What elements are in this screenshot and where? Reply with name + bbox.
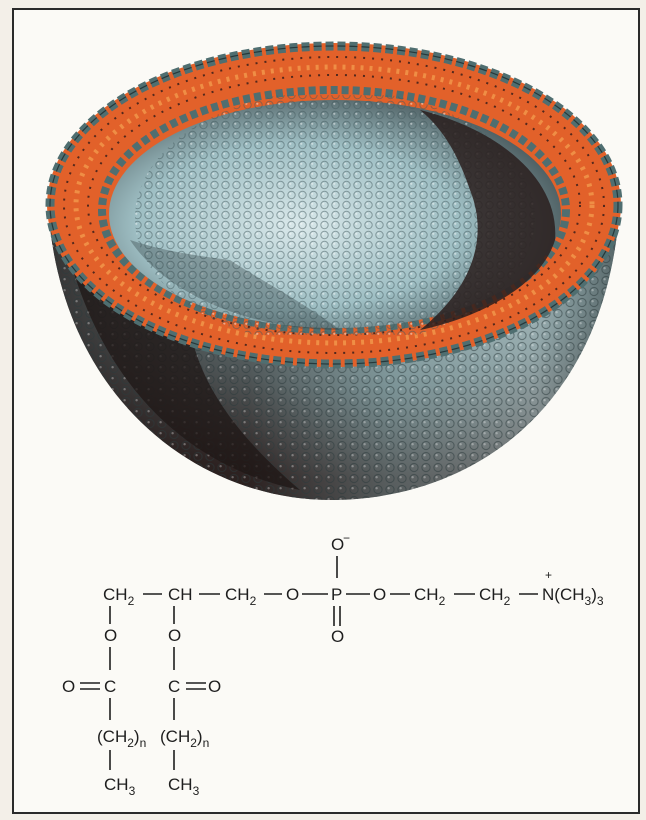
phosphoryl-oxygen: O	[331, 627, 344, 646]
positive-charge: +	[545, 568, 552, 582]
ch2-glycerol-1: CH2	[103, 585, 135, 608]
left-methylene-chain: (CH2)n	[97, 727, 146, 750]
left-carbonyl-oxygen: O	[62, 677, 75, 696]
right-methylene-chain: (CH2)n	[160, 727, 209, 750]
oxygen-ester: O	[286, 585, 299, 604]
ch2-choline-2: CH2	[479, 585, 511, 608]
oxygen-bridge: O	[373, 585, 386, 604]
ch-glycerol-2: CH	[168, 585, 193, 604]
phosphorus: P	[331, 585, 342, 604]
right-chain-oxygen: O	[168, 626, 181, 645]
negative-charge: −	[343, 531, 350, 545]
left-chain-oxygen: O	[104, 626, 117, 645]
left-methyl: CH3	[104, 775, 136, 798]
right-carbonyl-carbon: C	[168, 677, 180, 696]
left-carbonyl-carbon: C	[104, 677, 116, 696]
trimethylammonium: N(CH3)3	[542, 585, 604, 608]
right-methyl: CH3	[168, 775, 200, 798]
ch2-choline-1: CH2	[414, 585, 446, 608]
right-carbonyl-oxygen: O	[208, 677, 221, 696]
ch2-glycerol-3: CH2	[225, 585, 257, 608]
